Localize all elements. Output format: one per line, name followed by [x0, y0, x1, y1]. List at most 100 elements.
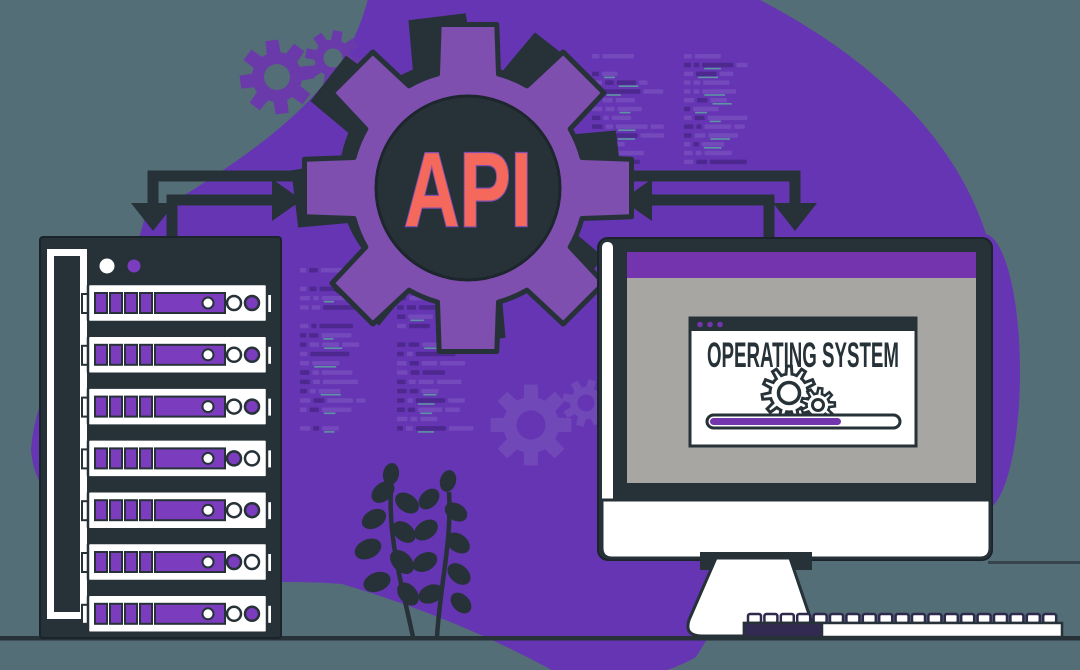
code-line	[415, 426, 446, 431]
code-line-accent	[314, 366, 337, 368]
drive-module	[94, 395, 108, 418]
tray-light	[225, 501, 243, 519]
code-line	[397, 407, 405, 412]
code-line	[309, 286, 317, 292]
titlebar-dot-icon	[717, 321, 723, 328]
code-line	[614, 150, 644, 156]
gear-hole	[577, 394, 595, 412]
code-line	[684, 106, 691, 112]
code-line-accent	[618, 85, 639, 87]
bay-light	[201, 555, 215, 569]
drive-module	[109, 395, 123, 418]
code-line	[397, 370, 408, 375]
code-line	[397, 398, 405, 403]
drive-module	[94, 551, 108, 573]
code-line	[309, 268, 318, 273]
code-line	[418, 379, 434, 385]
window-titlebar	[690, 318, 916, 331]
code-line	[312, 370, 319, 375]
tray-light	[225, 294, 243, 312]
code-line	[693, 80, 701, 85]
code-line	[684, 89, 691, 94]
code-line	[616, 124, 648, 129]
code-line	[704, 150, 732, 156]
code-line-accent	[320, 393, 341, 396]
bay-light	[201, 503, 215, 517]
keyboard-key	[894, 612, 910, 625]
tray-light	[243, 294, 261, 312]
decor-gears-middle	[490, 379, 610, 466]
drive-module	[94, 447, 108, 470]
keyboard-key	[1009, 612, 1025, 625]
code-line	[300, 361, 310, 366]
code-line	[693, 142, 699, 147]
code-line	[445, 407, 460, 412]
code-line-accent	[424, 347, 438, 349]
code-line	[708, 133, 738, 138]
keyboard-key	[959, 612, 976, 625]
code-line	[611, 115, 632, 121]
code-line	[696, 159, 707, 165]
code-line	[397, 361, 407, 366]
code-line	[707, 115, 748, 121]
code-line	[421, 361, 438, 366]
gear-hole	[516, 410, 546, 440]
code-line	[300, 268, 307, 273]
server-tray	[81, 334, 273, 376]
code-line	[342, 342, 360, 347]
code-line	[693, 62, 700, 68]
code-line	[407, 398, 413, 403]
code-line	[639, 80, 648, 85]
arrowhead-left-icon	[622, 179, 652, 221]
code-line	[300, 333, 307, 338]
arrowhead-down-icon	[131, 203, 175, 231]
code-line	[397, 351, 404, 357]
bay-light	[201, 607, 215, 621]
keyboard-key	[779, 612, 796, 625]
code-line-accent	[324, 431, 335, 433]
drive-module	[109, 602, 123, 625]
code-line-accent	[323, 300, 334, 303]
os-window: OPERATING SYSTEM	[688, 316, 918, 448]
code-line	[318, 388, 341, 394]
server-tray	[81, 489, 273, 531]
code-line	[397, 342, 406, 347]
code-line	[709, 159, 747, 165]
code-line	[616, 80, 637, 85]
code-line-accent	[704, 67, 721, 70]
gear-hole	[264, 64, 290, 90]
code-line	[300, 407, 307, 412]
code-line	[410, 370, 420, 375]
code-line	[415, 398, 446, 403]
keyboard-key	[877, 612, 894, 625]
code-line	[300, 342, 307, 347]
code-line	[684, 62, 691, 68]
code-line	[736, 62, 748, 68]
drive-module	[109, 343, 123, 366]
keyboard-left-section	[742, 621, 824, 639]
code-line	[408, 314, 433, 319]
code-line	[617, 106, 642, 112]
code-line-accent	[710, 138, 730, 140]
drive-module	[124, 343, 138, 366]
keyboard-key	[746, 612, 763, 625]
keyboard-key	[828, 612, 845, 625]
code-line	[310, 351, 350, 357]
code-line	[605, 124, 614, 129]
code-line	[406, 351, 413, 357]
code-line	[300, 295, 311, 301]
code-line	[605, 80, 614, 85]
code-line	[309, 407, 319, 412]
bay-light	[201, 348, 215, 362]
drive-module	[139, 447, 153, 470]
code-line	[710, 98, 727, 103]
code-line	[300, 286, 307, 292]
code-line	[684, 150, 693, 156]
arrow-to-monitor	[622, 170, 801, 206]
code-line	[397, 426, 403, 431]
code-line-accent	[618, 129, 636, 131]
drive-module	[94, 602, 108, 625]
data-flow-arrows	[131, 170, 817, 240]
code-line	[693, 106, 719, 112]
